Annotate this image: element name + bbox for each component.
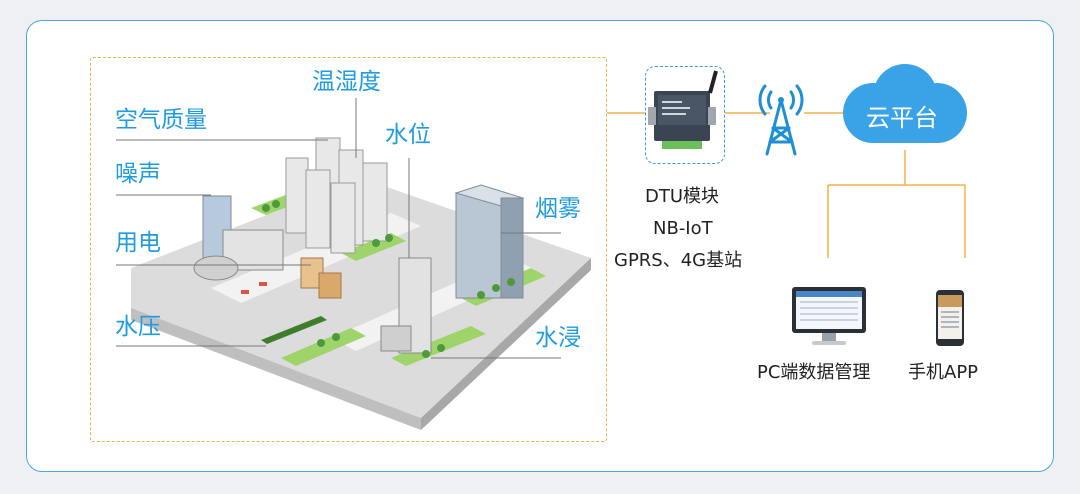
dtu-device-icon: [648, 70, 718, 149]
dtu-device-frame: [645, 66, 725, 164]
label-flooding: 水浸: [535, 325, 581, 351]
label-smoke: 烟雾: [535, 196, 581, 222]
city-scene: [116, 98, 591, 430]
mobile-phone-icon: [936, 290, 964, 346]
label-water-level: 水位: [385, 122, 431, 148]
label-noise: 噪声: [115, 161, 161, 187]
label-water-pressure: 水压: [115, 314, 161, 340]
gateway-base-station-label: GPRS、4G基站: [614, 250, 743, 271]
cell-tower-icon: [758, 84, 804, 156]
label-temp-humidity: 温湿度: [312, 69, 381, 95]
gateway-nbiot-label: NB-IoT: [653, 218, 713, 239]
pc-monitor-icon: [792, 287, 866, 345]
gateway-dtu-label: DTU模块: [645, 186, 720, 207]
smart-city-illustration: [90, 57, 607, 442]
cloud-platform-label: 云平台: [866, 104, 938, 132]
label-electricity: 用电: [115, 230, 161, 256]
mobile-app-label: 手机APP: [908, 362, 979, 383]
label-air-quality: 空气质量: [115, 107, 207, 133]
pc-management-label: PC端数据管理: [757, 362, 871, 383]
cloud-platform-icon: [843, 64, 967, 143]
